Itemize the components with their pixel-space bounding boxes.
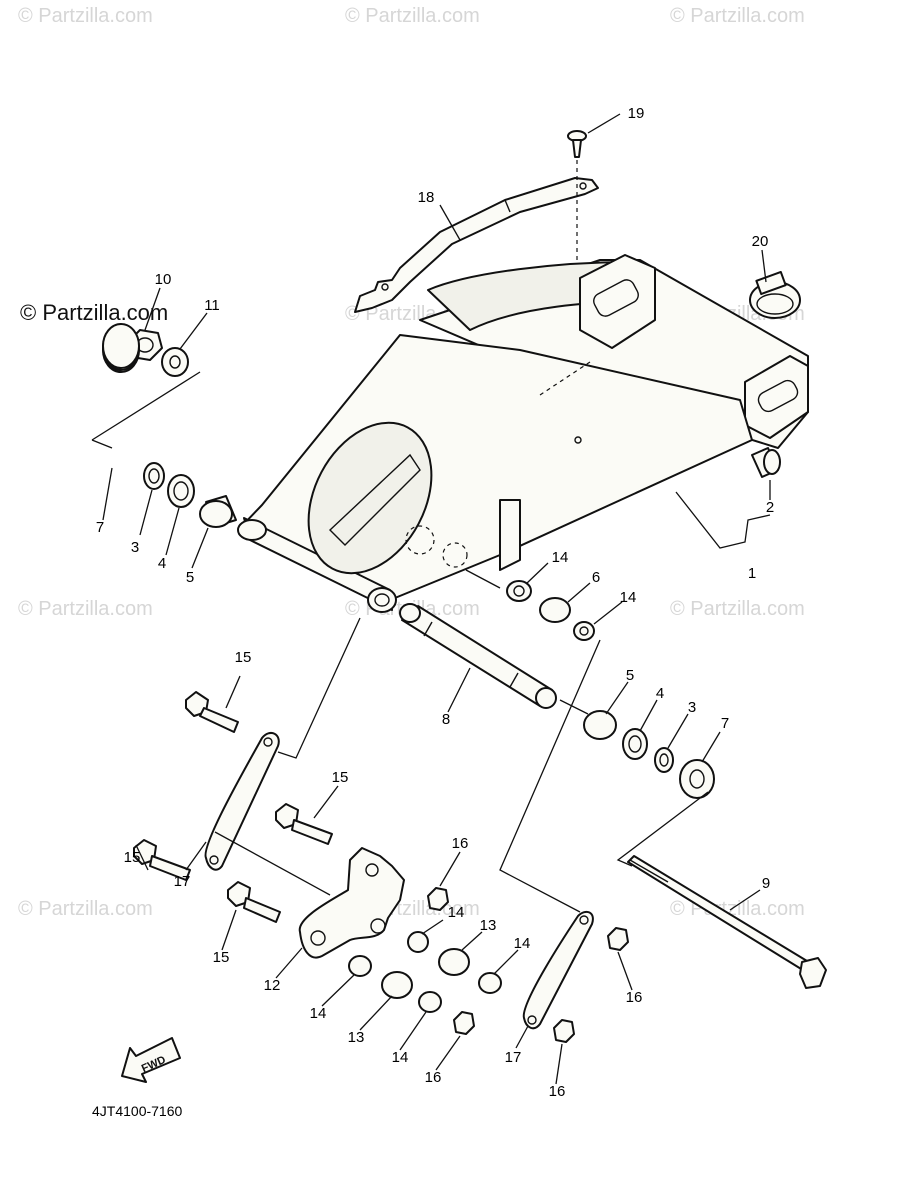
callout-4: 4: [656, 685, 664, 702]
callout-4: 4: [158, 555, 166, 572]
chain-guide: [354, 177, 599, 313]
callout-11: 11: [204, 297, 220, 314]
bushing: [418, 991, 442, 1013]
left-collar: [199, 495, 237, 528]
callout-14: 14: [552, 549, 569, 566]
callout-6: 6: [592, 569, 600, 586]
callout-17: 17: [174, 873, 191, 890]
callout-20: 20: [752, 233, 769, 250]
nut: [427, 887, 449, 911]
washer: [161, 347, 189, 377]
watermark: © Partzilla.com: [345, 5, 480, 27]
right-oil-seal: [654, 747, 674, 773]
callout-19: 19: [628, 105, 645, 122]
collar: [438, 948, 470, 976]
watermark: © Partzilla.com: [18, 898, 153, 920]
right-upper-collar: [539, 597, 571, 623]
right-bearing: [622, 728, 648, 760]
nut: [553, 1019, 575, 1043]
watermark: © Partzilla.com: [670, 598, 805, 620]
bolt: [133, 839, 191, 881]
callout-16: 16: [425, 1069, 442, 1086]
watermark: © Partzilla.com: [18, 5, 153, 27]
stopper: [751, 447, 781, 478]
callout-2: 2: [766, 499, 774, 516]
pivot-shaft: [399, 603, 557, 709]
callout-15: 15: [235, 649, 252, 666]
callout-7: 7: [96, 519, 104, 536]
callout-15: 15: [124, 849, 141, 866]
watermark-dark: © Partzilla.com: [20, 300, 168, 325]
right-upper-bushing: [506, 580, 532, 602]
callout-17: 17: [505, 1049, 522, 1066]
callout-9: 9: [762, 875, 770, 892]
hose-clamp: [749, 270, 801, 319]
bushing: [348, 955, 372, 977]
watermark: © Partzilla.com: [670, 5, 805, 27]
callout-14: 14: [392, 1049, 409, 1066]
callout-13: 13: [348, 1029, 365, 1046]
bolt: [275, 803, 333, 845]
left-oil-seal: [143, 462, 165, 490]
callout-3: 3: [131, 539, 139, 556]
nut: [607, 927, 629, 951]
bolt: [185, 691, 239, 733]
callout-14: 14: [448, 904, 465, 921]
right-collar: [583, 710, 617, 740]
left-bearing: [167, 474, 195, 508]
callout-3: 3: [688, 699, 696, 716]
bushing: [478, 972, 502, 994]
callout-8: 8: [442, 711, 450, 728]
callout-16: 16: [549, 1083, 566, 1100]
relay-arm: [204, 731, 280, 871]
callout-12: 12: [264, 977, 281, 994]
callouts: 1 2 3 3 4 4 5 5 6 7 7 8 9 10 11 12 13 13…: [96, 105, 774, 1100]
callout-18: 18: [418, 189, 435, 206]
bushing: [407, 931, 429, 953]
callout-14: 14: [620, 589, 637, 606]
callout-14: 14: [514, 935, 531, 952]
relay-arm: [522, 910, 594, 1030]
bolt: [227, 881, 281, 923]
relay-link: [298, 847, 405, 959]
fwd-arrow-icon: FWD: [121, 1037, 181, 1083]
callout-15: 15: [213, 949, 230, 966]
callout-10: 10: [155, 271, 172, 288]
callout-16: 16: [626, 989, 643, 1006]
pivot-bolt: [627, 855, 827, 989]
leader-lines: [91, 113, 771, 1085]
diagram-code: 4JT4100-7160: [92, 1103, 183, 1119]
callout-5: 5: [626, 667, 634, 684]
callout-5: 5: [186, 569, 194, 586]
collar: [381, 971, 413, 999]
right-lower-bushing: [573, 621, 595, 641]
callout-16: 16: [452, 835, 469, 852]
watermark: © Partzilla.com: [18, 598, 153, 620]
right-dust-seal: [679, 759, 715, 799]
callout-1: 1: [748, 565, 756, 582]
callout-13: 13: [480, 917, 497, 934]
nut: [453, 1011, 475, 1035]
left-seal-set: [102, 323, 140, 369]
callout-14: 14: [310, 1005, 327, 1022]
swingarm: [237, 254, 809, 613]
callout-7: 7: [721, 715, 729, 732]
callout-15: 15: [332, 769, 349, 786]
